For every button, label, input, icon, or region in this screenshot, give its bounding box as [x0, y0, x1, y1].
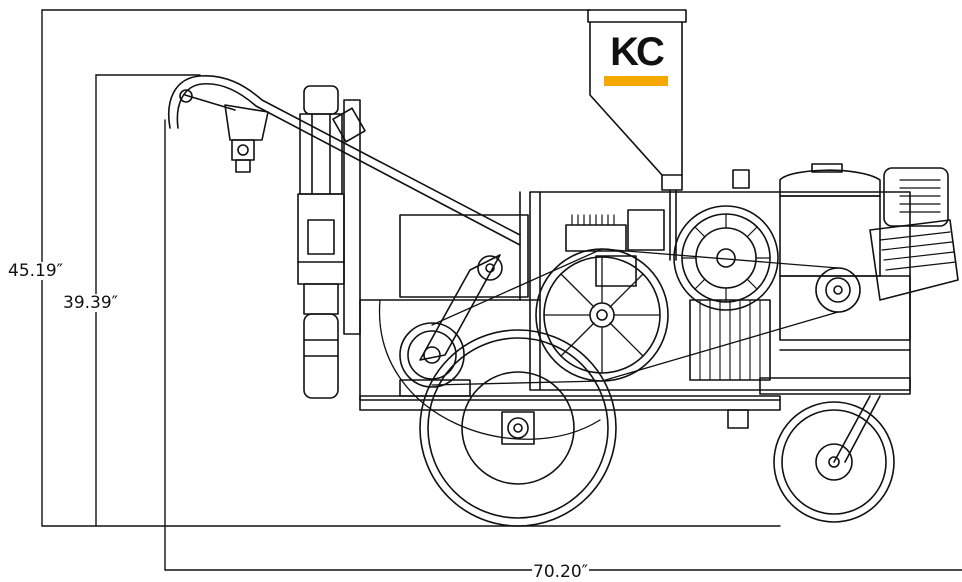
- kc-logo: [602, 28, 670, 88]
- front-wheel: [773, 395, 895, 523]
- drive-belts: [379, 248, 839, 440]
- hopper: [587, 9, 687, 261]
- fan-pulley: [673, 205, 779, 381]
- main-pulley: [535, 248, 669, 382]
- tensioner: [399, 254, 503, 397]
- paint-pump: [297, 85, 366, 399]
- dimension-label-overall-length: 70.20″: [532, 562, 590, 582]
- logo-kc-text: KC: [610, 30, 665, 74]
- engine: [732, 163, 959, 341]
- dimension-label-overall-height: 45.19″: [7, 261, 65, 281]
- logo-accent-bar: [604, 76, 668, 86]
- spray-gun-handle: [168, 75, 521, 246]
- rear-wheel: [419, 329, 617, 527]
- dimension-label-handle-height: 39.39″: [62, 293, 120, 313]
- chassis-frame: [359, 191, 911, 429]
- compressor: [565, 209, 665, 287]
